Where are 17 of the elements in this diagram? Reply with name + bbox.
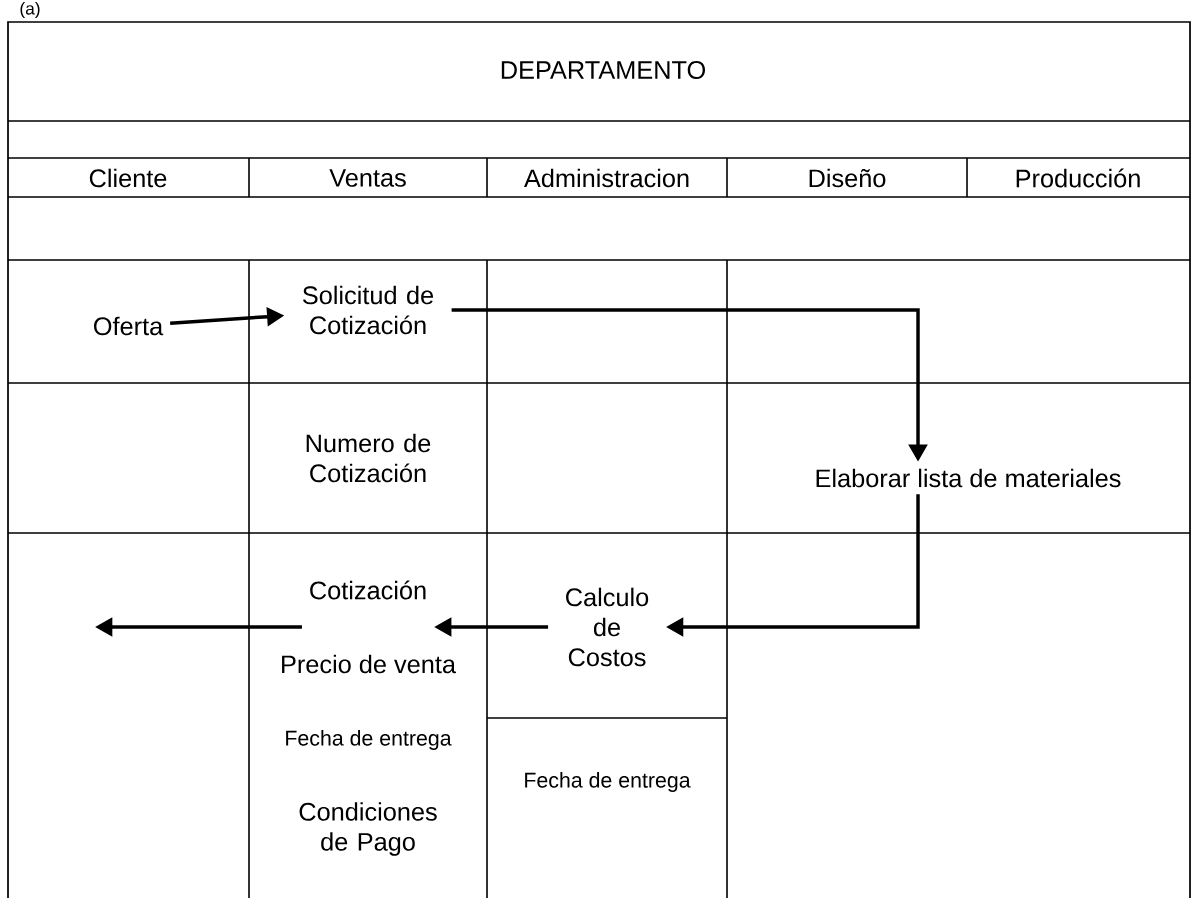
cell-text: Condiciones de Pago bbox=[299, 802, 437, 856]
process-text: Solicitud de Cotización bbox=[302, 285, 434, 335]
process-text: Elaborar lista de materiales bbox=[816, 468, 1121, 488]
column-header: Ventas bbox=[329, 169, 406, 187]
process-text: Oferta bbox=[94, 316, 164, 336]
cell-text: Precio de venta bbox=[282, 654, 456, 674]
column-header: Diseño bbox=[809, 168, 886, 188]
cell-text: Fecha de entrega bbox=[286, 730, 452, 750]
cell-text: Numero de Cotización bbox=[306, 433, 431, 483]
column-header: Cliente bbox=[89, 168, 167, 188]
column-header: Administracion bbox=[524, 168, 689, 188]
figure-label: (a) bbox=[20, 1, 40, 19]
title: DEPARTAMENTO bbox=[501, 61, 705, 79]
process-text: Cotización bbox=[310, 580, 426, 600]
column-header: Producción bbox=[1016, 168, 1140, 188]
cell-text: Fecha de entrega bbox=[525, 772, 691, 792]
process-text: Calculo de Costos bbox=[566, 587, 649, 667]
